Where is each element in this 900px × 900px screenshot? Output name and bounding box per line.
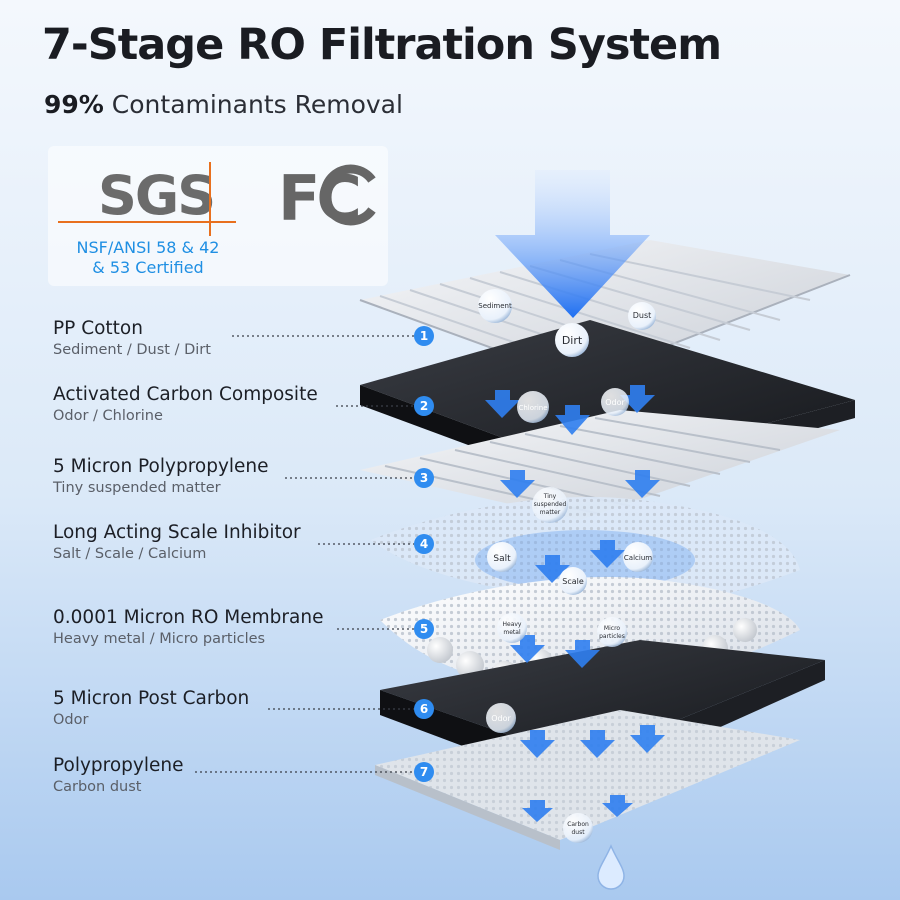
stage-6-badge (414, 699, 434, 719)
fcc-logo: FC (278, 162, 376, 230)
nsf-certification: NSF/ANSI 58 & 42 & 53 Certified (48, 238, 248, 278)
stage-6-number: 6 (420, 702, 428, 716)
stage-2-label: Activated Carbon Composite Odor / Chlori… (53, 384, 318, 424)
subtitle-text: Contaminants Removal (103, 90, 403, 119)
stage-1-number: 1 (420, 329, 428, 343)
page-subtitle: 99% Contaminants Removal (44, 90, 403, 119)
bubble-heavy-2: metal (503, 629, 521, 636)
flow-arrows (485, 385, 665, 822)
stage-desc: Tiny suspended matter (53, 480, 221, 496)
subtitle-highlight: 99% (44, 90, 104, 119)
stage-7-label: Polypropylene Carbon dust (53, 755, 184, 795)
page-title: 7-Stage RO Filtration System (42, 20, 722, 70)
stage-3-badge (414, 468, 434, 488)
cert-line-2: & 53 Certified (92, 258, 204, 277)
bubble-carbon-2: dust (571, 829, 585, 836)
bubble-carbon-1: Carbon (567, 821, 589, 828)
bubble-salt: Salt (493, 554, 511, 564)
bubble-calcium: Calcium (624, 554, 652, 562)
stage-desc: Carbon dust (53, 779, 142, 795)
stage-name: Polypropylene (53, 755, 184, 776)
bubble-chlorine: Chlorine (518, 404, 547, 412)
stage-desc: Odor / Chlorine (53, 408, 163, 424)
stage-4-label: Long Acting Scale Inhibitor Salt / Scale… (53, 522, 301, 562)
stage-3-label: 5 Micron Polypropylene Tiny suspended ma… (53, 456, 269, 496)
bubble-odor: Odor (605, 398, 625, 407)
bubble-micro-1: Micro (604, 625, 620, 632)
stage-2-number: 2 (420, 399, 428, 413)
bubble-tiny-3: matter (540, 509, 561, 516)
bubble-tiny-1: Tiny (543, 493, 557, 500)
stage-name: 5 Micron Post Carbon (53, 688, 250, 709)
stage-1-badge (414, 326, 434, 346)
stage-4-badge (414, 534, 434, 554)
stage-desc: Odor (53, 712, 89, 728)
water-drop-icon (597, 844, 625, 890)
bubble-sediment: Sediment (478, 302, 512, 310)
contaminant-bubbles: Sediment Dust Dirt Chlorine Odor Tiny su… (478, 289, 656, 843)
stage-7-number: 7 (420, 765, 428, 779)
bubble-tiny-2: suspended (534, 501, 567, 508)
stage-5-badge (414, 619, 434, 639)
sgs-logo-text: SGS (98, 164, 214, 227)
stage-desc: Sediment / Dust / Dirt (53, 342, 211, 358)
bubble-dirt: Dirt (562, 334, 583, 347)
stage-2-badge (414, 396, 434, 416)
stage-name: 5 Micron Polypropylene (53, 456, 269, 477)
stage-callouts (195, 335, 414, 773)
layer-polypropylene (375, 710, 800, 850)
stage-desc: Heavy metal / Micro particles (53, 631, 266, 647)
stage-number-badges: 1 2 3 4 5 6 7 (414, 326, 434, 782)
stage-name: PP Cotton (53, 318, 143, 339)
stage-5-number: 5 (420, 622, 428, 636)
sgs-logo: SGS (58, 162, 236, 236)
stage-1-label: PP Cotton Sediment / Dust / Dirt (53, 318, 211, 358)
stage-name: Activated Carbon Composite (53, 384, 318, 405)
bubble-micro-2: particles (599, 633, 625, 640)
stage-6-label: 5 Micron Post Carbon Odor (53, 688, 249, 728)
bubble-scale: Scale (562, 577, 584, 586)
layer-scale-inhibitor (370, 496, 800, 609)
water-flow-arrow (495, 170, 650, 318)
stage-5-label: 0.0001 Micron RO Membrane Heavy metal / … (53, 607, 323, 647)
stage-name: 0.0001 Micron RO Membrane (53, 607, 324, 628)
stage-3-number: 3 (420, 471, 428, 485)
stage-desc: Salt / Scale / Calcium (53, 546, 207, 562)
bubble-dust: Dust (633, 311, 652, 320)
stage-7-badge (414, 762, 434, 782)
cert-line-1: NSF/ANSI 58 & 42 (76, 238, 220, 257)
certification-card: SGS FC NSF/ANSI 58 & 42 & 53 Certified (48, 146, 388, 286)
stage-4-number: 4 (420, 537, 428, 551)
stage-name: Long Acting Scale Inhibitor (53, 522, 301, 543)
bubble-odor-2: Odor (491, 714, 511, 723)
bubble-heavy-1: Heavy (503, 621, 522, 628)
